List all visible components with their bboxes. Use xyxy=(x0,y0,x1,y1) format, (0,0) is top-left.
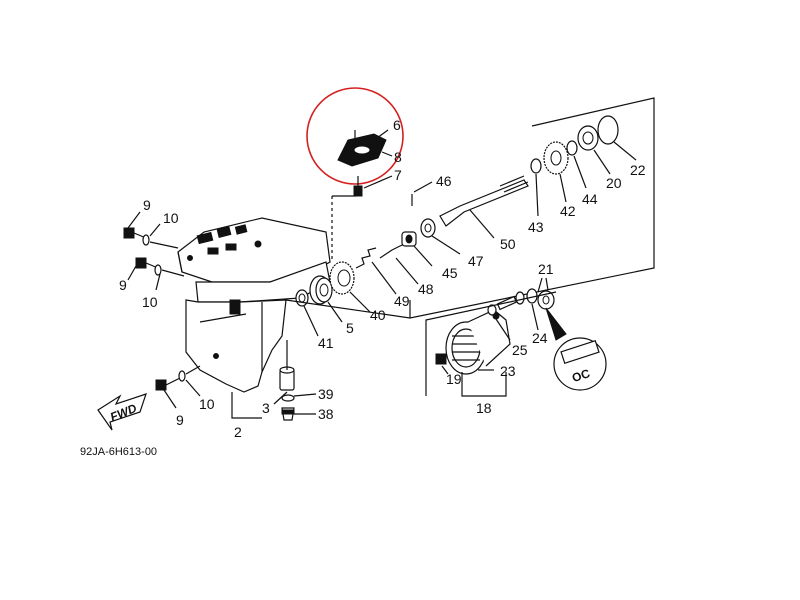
washer-43 xyxy=(530,158,542,217)
callout-43: 43 xyxy=(528,219,544,235)
bolt-19 xyxy=(435,353,449,375)
o-ring-22 xyxy=(597,115,637,161)
bearing-5 xyxy=(309,275,343,323)
bolt-9-top xyxy=(123,211,147,239)
callout-7: 7 xyxy=(394,167,402,183)
pin-46 xyxy=(411,181,433,206)
drain-plug-3 xyxy=(273,340,295,405)
callout-47: 47 xyxy=(468,253,484,269)
callout-10-bottom: 10 xyxy=(199,396,215,412)
highlight-circle xyxy=(306,87,404,185)
callout-8: 8 xyxy=(394,149,402,165)
seal-inset: OC xyxy=(545,307,607,391)
callout-42: 42 xyxy=(560,203,576,219)
callout-48: 48 xyxy=(418,281,434,297)
callout-10-mid: 10 xyxy=(142,294,158,310)
callouts: 6 8 7 46 22 20 44 42 43 50 47 45 48 49 4… xyxy=(119,117,646,440)
callout-2: 2 xyxy=(234,424,242,440)
callout-3: 3 xyxy=(262,400,270,416)
clutch-45 xyxy=(401,231,433,267)
bearing-20 xyxy=(577,125,611,175)
callout-20: 20 xyxy=(606,175,622,191)
propeller-shaft-50 xyxy=(439,175,529,239)
callout-9-top: 9 xyxy=(143,197,151,213)
callout-45: 45 xyxy=(442,265,458,281)
anode-assembly xyxy=(306,87,404,185)
lower-casing xyxy=(177,217,331,419)
callout-21: 21 xyxy=(538,261,554,277)
callout-19: 19 xyxy=(446,371,462,387)
callout-49: 49 xyxy=(394,293,410,309)
bolt-9-bottom xyxy=(155,377,181,409)
callout-39: 39 xyxy=(318,386,334,402)
pin-48 xyxy=(379,241,419,285)
callout-6: 6 xyxy=(393,117,401,133)
washer-10-top xyxy=(142,223,179,249)
bolt-7 xyxy=(353,175,393,197)
washer-24 xyxy=(515,288,539,331)
callout-41: 41 xyxy=(318,335,334,351)
washer-10-bottom xyxy=(178,365,201,397)
callout-46: 46 xyxy=(436,173,452,189)
washer-10-mid xyxy=(154,264,185,291)
callout-5: 5 xyxy=(346,320,354,336)
bearing-47 xyxy=(420,218,461,255)
callout-18: 18 xyxy=(476,400,492,416)
callout-9-mid: 9 xyxy=(119,277,127,293)
diagram-code: 92JA-6H613-00 xyxy=(80,446,157,458)
callout-38: 38 xyxy=(318,406,334,422)
callout-24: 24 xyxy=(532,330,548,346)
callout-10-top: 10 xyxy=(163,210,179,226)
callout-25: 25 xyxy=(512,342,528,358)
callout-44: 44 xyxy=(582,191,598,207)
washer-44 xyxy=(566,140,587,189)
spring-49 xyxy=(355,247,397,295)
callout-50: 50 xyxy=(500,236,516,252)
bolt-9-mid xyxy=(127,257,159,281)
gear-42 xyxy=(543,141,569,203)
seal-symbol: OC xyxy=(570,366,592,385)
gear-40 xyxy=(329,261,371,313)
callout-40: 40 xyxy=(370,307,386,323)
gasket-39 xyxy=(281,393,317,402)
callout-9-bottom: 9 xyxy=(176,412,184,428)
callout-22: 22 xyxy=(630,162,646,178)
screw-38 xyxy=(281,407,316,421)
callout-23: 23 xyxy=(500,363,516,379)
fwd-arrow: FWD xyxy=(97,393,147,431)
